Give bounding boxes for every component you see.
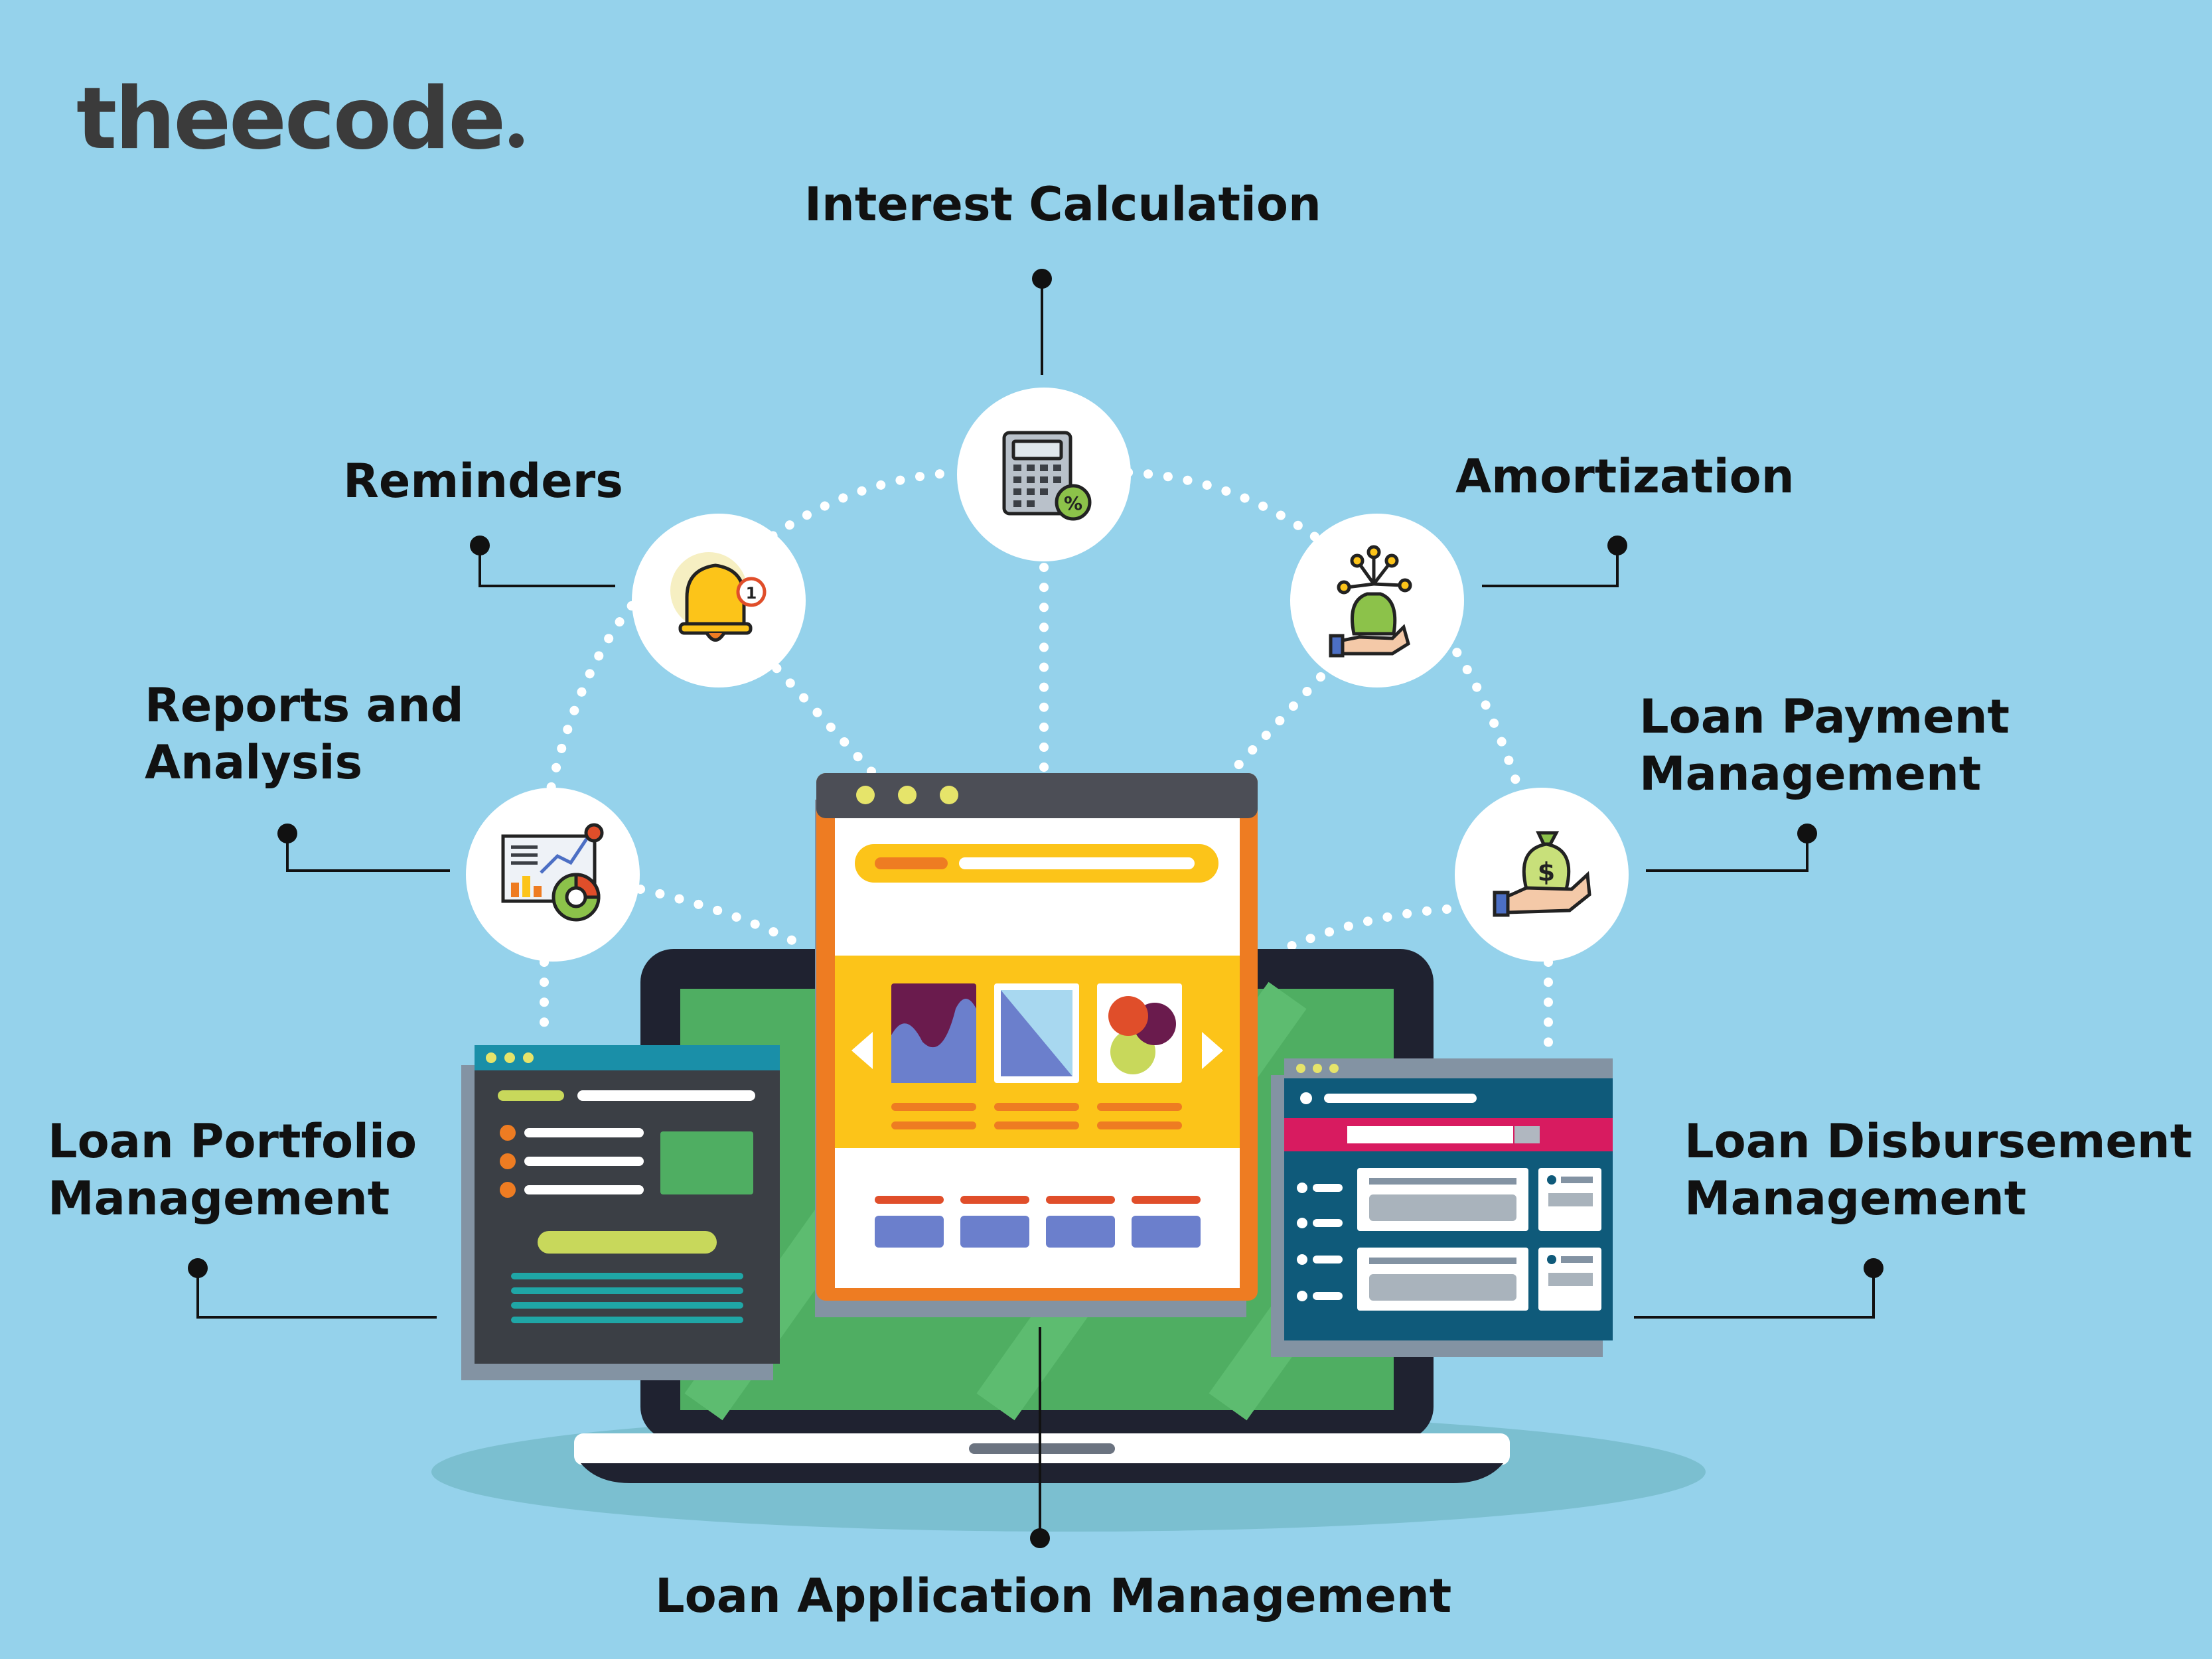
callout-reminders <box>479 545 615 587</box>
report-chart-icon <box>501 823 604 922</box>
right-window <box>1271 1058 1613 1357</box>
label-reports-line2: Analysis <box>145 735 363 790</box>
callout-dots <box>188 269 1883 1548</box>
svg-text:$: $ <box>1538 857 1555 887</box>
callouts <box>196 279 1875 1538</box>
callout-reports <box>286 833 450 872</box>
arc-top-left <box>752 468 964 552</box>
label-payment-line1: Loan Payment <box>1639 689 2010 744</box>
label-reminders: Reminders <box>343 454 623 508</box>
left-window-titlebar <box>475 1045 780 1070</box>
label-loan-disbursement-management: Loan Disbursement Management <box>1684 1113 2192 1227</box>
arc-left-outer <box>538 543 705 831</box>
laptop-notch <box>969 1443 1115 1454</box>
logo-text: theecode <box>76 70 506 169</box>
label-reports-and-analysis: Reports and Analysis <box>145 677 464 791</box>
callout-amortization <box>1482 545 1619 587</box>
logo-dot <box>509 133 524 148</box>
label-disbursement-line2: Management <box>1684 1171 2027 1226</box>
label-payment-line2: Management <box>1639 747 1982 801</box>
label-loan-portfolio-management: Loan Portfolio Management <box>48 1113 417 1227</box>
link-money-window <box>1223 672 1325 781</box>
calculator-icon: % <box>1002 431 1092 521</box>
bell-icon: 1 <box>670 552 767 642</box>
link-report-window <box>636 885 808 950</box>
money-bag-hand-icon <box>1329 545 1412 658</box>
link-bell-window <box>759 649 881 781</box>
brand-logo: theecode <box>76 70 524 169</box>
label-disbursement-line1: Loan Disbursement <box>1684 1114 2193 1169</box>
label-portfolio-line1: Loan Portfolio <box>48 1114 417 1169</box>
label-loan-payment-management: Loan Payment Management <box>1639 688 2010 802</box>
dotted-connectors <box>538 468 1553 1060</box>
svg-text:%: % <box>1064 492 1082 514</box>
link-dollar-window <box>1280 904 1451 954</box>
left-window <box>461 1045 780 1380</box>
svg-text:1: 1 <box>746 584 757 603</box>
dollar-bag-hand-icon: $ <box>1493 831 1591 917</box>
label-loan-application-management: Loan Application Management <box>655 1569 1452 1623</box>
label-interest-calculation: Interest Calculation <box>804 177 1321 232</box>
label-portfolio-line2: Management <box>48 1171 390 1226</box>
label-reports-line1: Reports and <box>145 678 464 733</box>
right-window-titlebar <box>1284 1058 1613 1078</box>
main-window <box>815 773 1258 1317</box>
label-amortization: Amortization <box>1455 449 1795 504</box>
callout-payment <box>1646 833 1808 872</box>
main-window-titlebar <box>816 773 1258 818</box>
callout-portfolio <box>196 1268 437 1319</box>
laptop-base-bottom <box>581 1463 1503 1483</box>
callout-disbursement <box>1634 1268 1875 1319</box>
arc-top-right <box>1124 468 1325 545</box>
